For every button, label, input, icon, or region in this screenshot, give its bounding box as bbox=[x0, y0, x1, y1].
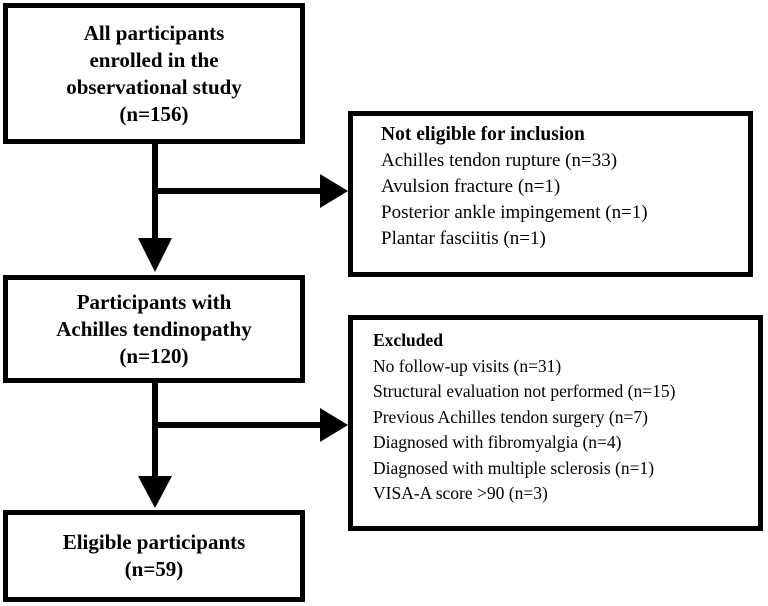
enrolled-line-2: enrolled in the bbox=[89, 47, 219, 72]
arrowhead-right-2 bbox=[320, 408, 348, 442]
enrolled-line-3: observational study bbox=[66, 74, 242, 99]
not-eligible-item: Achilles tendon rupture (n=33) bbox=[381, 150, 618, 171]
box-participants-with-achilles-tendinopathy: Participants with Achilles tendinopathy … bbox=[3, 275, 305, 383]
excluded-item: Previous Achilles tendon surgery (n=7) bbox=[373, 406, 648, 427]
enrolled-line-1: All participants bbox=[83, 20, 225, 45]
box-excluded: Excluded No follow-up visits (n=31) Stru… bbox=[348, 315, 763, 531]
excluded-item: Diagnosed with fibromyalgia (n=4) bbox=[373, 432, 622, 452]
arrowhead-down-2 bbox=[138, 476, 172, 508]
not-eligible-item: Posterior ankle impingement (n=1) bbox=[381, 202, 648, 223]
tendinopathy-line-2: Achilles tendinopathy bbox=[56, 316, 252, 341]
tendinopathy-count: (n=120) bbox=[119, 343, 189, 368]
excluded-item: Diagnosed with multiple sclerosis (n=1) bbox=[373, 457, 655, 478]
arrowhead-down-1 bbox=[138, 238, 172, 272]
box-not-eligible-for-inclusion: Not eligible for inclusion Achilles tend… bbox=[348, 111, 753, 277]
eligible-count: (n=59) bbox=[124, 557, 184, 581]
eligible-line-1: Eligible participants bbox=[62, 530, 246, 554]
not-eligible-item: Avulsion fracture (n=1) bbox=[381, 176, 561, 197]
excluded-item: Structural evaluation not performed (n=1… bbox=[373, 381, 676, 401]
excluded-item: VISA-A score >90 (n=3) bbox=[373, 483, 548, 503]
not-eligible-heading: Not eligible for inclusion bbox=[381, 124, 585, 145]
box-eligible-participants: Eligible participants (n=59) bbox=[3, 510, 305, 602]
arrowhead-right-1 bbox=[320, 174, 348, 208]
tendinopathy-line-1: Participants with bbox=[76, 289, 232, 314]
box-all-participants-enrolled: All participants enrolled in the observa… bbox=[3, 3, 305, 144]
not-eligible-item: Plantar fasciitis (n=1) bbox=[381, 228, 546, 249]
enrolled-count: (n=156) bbox=[119, 101, 189, 126]
excluded-heading: Excluded bbox=[373, 330, 444, 350]
excluded-item: No follow-up visits (n=31) bbox=[373, 355, 562, 376]
